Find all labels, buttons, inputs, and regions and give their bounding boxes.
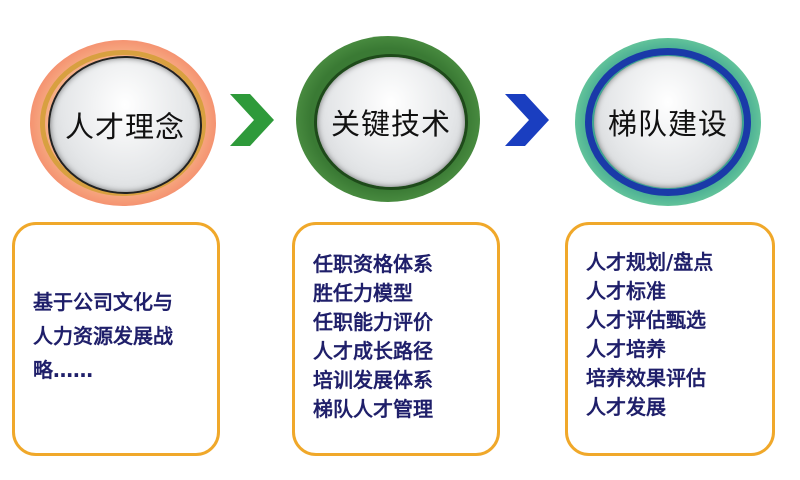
concept-box: 基于公司文化与 人力资源发展战 略…… [12, 222, 220, 456]
technology-box: 任职资格体系 胜任力模型 任职能力评价 人才成长路径 培训发展体系 梯队人才管理 [292, 222, 500, 456]
stage-title: 关键技术 [330, 107, 451, 141]
stage-title: 梯队建设 [607, 107, 728, 141]
box-line: 人才成长路径 [313, 339, 433, 363]
box-line: 梯队人才管理 [313, 397, 433, 421]
box-line: 任职资格体系 [313, 252, 433, 276]
stage-circle-succession-building: 梯队建设 [575, 38, 761, 206]
box-line: 胜任力模型 [313, 281, 413, 305]
chevron-right-icon [230, 94, 274, 146]
stage-circle-key-technology: 关键技术 [296, 36, 480, 202]
box-line: 人才发展 [586, 395, 666, 419]
box-line: 人才规划/盘点 [586, 250, 714, 274]
chevron-right-icon [505, 94, 549, 146]
box-line: 略…… [33, 358, 93, 382]
succession-box: 人才规划/盘点 人才标准 人才评估甄选 人才培养 培养效果评估 人才发展 [565, 222, 775, 456]
box-line: 人才标准 [586, 279, 666, 303]
box-line: 人才培养 [586, 337, 666, 361]
box-line: 基于公司文化与 [33, 290, 173, 314]
box-line: 人力资源发展战 [33, 324, 173, 348]
stage-circle-talent-concept: 人才理念 [30, 40, 216, 206]
box-line: 培养效果评估 [586, 366, 706, 390]
box-line: 任职能力评价 [313, 310, 433, 334]
box-line: 培训发展体系 [313, 368, 433, 392]
stage-title: 人才理念 [64, 110, 185, 144]
box-line: 人才评估甄选 [586, 308, 706, 332]
